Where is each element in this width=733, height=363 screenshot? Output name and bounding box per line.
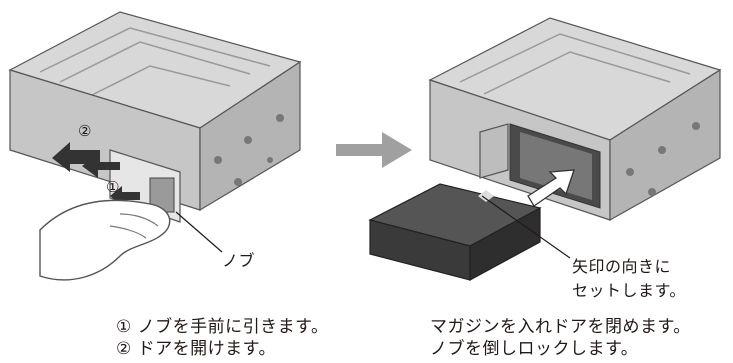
right-caption-1: マガジンを入れドアを閉めます。 (430, 317, 691, 337)
unit-top-rib (89, 65, 231, 97)
screw-icon (244, 136, 252, 144)
screw-icon (214, 156, 222, 164)
opened-door (479, 123, 509, 179)
screw-icon (234, 178, 242, 186)
left-caption-2: ② ドアを開けます。 (116, 339, 276, 359)
screw-icon (648, 188, 656, 196)
finger-line (119, 213, 159, 227)
unit-top-rib (483, 51, 671, 95)
marker-1: ① (106, 178, 120, 196)
unit-top-rib (39, 27, 271, 73)
finger-line (109, 225, 147, 239)
arrow-label-leader-line (481, 195, 571, 259)
right-caption-2: ノブを倒しロックします。 (430, 339, 639, 359)
screw-icon (692, 122, 700, 130)
screw-icon (658, 146, 666, 154)
unit-top-rib (459, 33, 691, 83)
knob-label: ノブ (222, 251, 256, 270)
knob-leader-line (175, 211, 223, 253)
left-caption-1: ① ノブを手前に引きます。 (116, 317, 329, 337)
door-open-arrow-icon (82, 154, 120, 178)
left-step-illustration (0, 0, 320, 290)
unit-open-door-drawing (8, 11, 302, 281)
magazine-slot-inner (520, 132, 592, 200)
unit-insert-magazine-drawing (368, 17, 722, 282)
door-open-arrow-icon (52, 142, 100, 172)
screw-icon (626, 168, 634, 176)
unit-side-face (199, 60, 301, 212)
screw-icon (276, 114, 284, 122)
arrow-direction-label-line1: 矢印の向きに (572, 257, 672, 276)
magazine-direction-mark-icon (478, 190, 494, 202)
unit-top-rib (59, 41, 251, 83)
hand-illustration (39, 199, 171, 281)
unit-side-face (609, 68, 721, 222)
arrow-direction-label-line2: セットします。 (572, 281, 686, 300)
screw-icon (267, 157, 273, 163)
transition-arrow-icon (336, 132, 412, 168)
insert-direction-arrow-icon (527, 169, 575, 207)
right-step-illustration (360, 0, 733, 290)
marker-2: ② (78, 122, 92, 140)
